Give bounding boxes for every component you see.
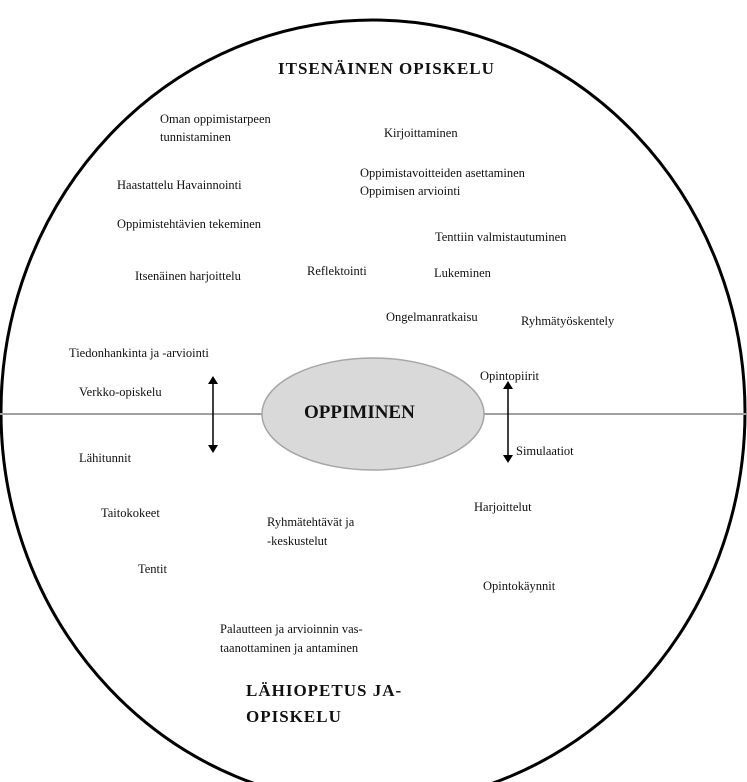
item-label: Kirjoittaminen: [384, 126, 458, 140]
item-label: Itsenäinen harjoittelu: [135, 269, 241, 283]
item-label: Tentit: [138, 562, 167, 576]
item-label: Verkko-opiskelu: [79, 385, 162, 399]
item-label: Oppimistehtävien tekeminen: [117, 217, 262, 231]
item-label: Tenttiin valmistautuminen: [435, 230, 567, 244]
item-label: Palautteen ja arvioinnin vas-: [220, 622, 363, 636]
center-ellipse: [261, 357, 485, 471]
item-label: tunnistaminen: [160, 130, 231, 144]
item-label: Oppimistavoitteiden asettaminen: [360, 166, 525, 180]
item-label: Harjoittelut: [474, 500, 532, 514]
item-label: Oppimisen arviointi: [360, 184, 461, 198]
item-label: Opintopiirit: [480, 369, 540, 383]
item-label: -keskustelut: [267, 534, 328, 548]
item-label: Ongelmanratkaisu: [386, 310, 478, 324]
item-label: Simulaatiot: [516, 444, 574, 458]
center-label: OPPIMINEN: [304, 402, 415, 423]
item-label: Opintokäynnit: [483, 579, 556, 593]
item-label: Reflektointi: [307, 264, 367, 278]
bottom-heading-line2: OPISKELU: [246, 707, 342, 726]
item-label: taanottaminen ja antaminen: [220, 641, 359, 655]
item-label: Taitokokeet: [101, 506, 160, 520]
outer-circle: [0, 18, 747, 782]
item-label: Lähitunnit: [79, 451, 132, 465]
item-label: Ryhmätyöskentely: [521, 314, 615, 328]
item-label: Tiedonhankinta ja -arviointi: [69, 346, 209, 360]
item-label: Ryhmätehtävät ja: [267, 515, 355, 529]
bottom-heading-line1: LÄHIOPETUS JA-: [246, 681, 403, 700]
top-heading: ITSENÄINEN OPISKELU: [278, 59, 495, 78]
item-label: Lukeminen: [434, 266, 491, 280]
item-label: Oman oppimistarpeen: [160, 112, 271, 126]
item-label: Haastattelu Havainnointi: [117, 178, 242, 192]
